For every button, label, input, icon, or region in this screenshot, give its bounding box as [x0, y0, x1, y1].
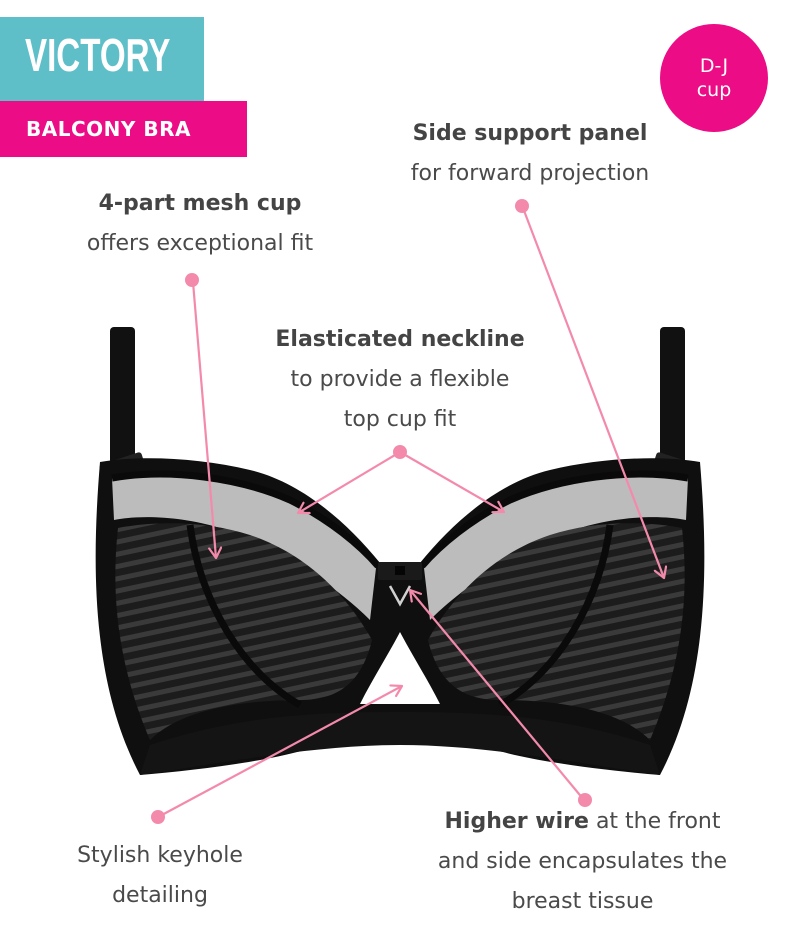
callout-desc-line1: to provide a flexible [290, 367, 510, 392]
callout-title: Elasticated neckline [275, 327, 525, 352]
callout-title: 4-part mesh cup [98, 191, 302, 216]
right-lower-cup [428, 523, 685, 740]
callout-title: Side support panel [412, 121, 648, 146]
product-type: BALCONY BRA [26, 117, 191, 141]
v-charm [388, 585, 412, 607]
product-type-banner [0, 101, 247, 157]
pink-dot-icon [151, 810, 165, 824]
callout-desc: for forward projection [410, 161, 650, 186]
callout-desc-line2: top cup fit [343, 407, 457, 432]
pointer-neckline [298, 451, 504, 513]
callout-desc-line3: breast tissue [511, 889, 654, 914]
pointer-side-panel [521, 207, 664, 578]
callout-desc: offers exceptional fit [86, 231, 314, 256]
cup-size-range: D-J [699, 55, 729, 77]
callout-title: Higher wire [444, 809, 589, 834]
product-name-banner [0, 17, 204, 101]
callout-keyhole: Stylish keyhole detailing [30, 836, 290, 916]
callout-mesh-cup: 4-part mesh cup offers exceptional fit [40, 184, 360, 264]
callout-neckline: Elasticated neckline to provide a flexib… [230, 320, 570, 440]
keyhole-cutout [360, 632, 440, 704]
callout-line2: detailing [112, 883, 208, 908]
callout-desc-line1: at the front [588, 809, 721, 834]
callout-line1: Stylish keyhole [77, 843, 243, 868]
product-name: VICTORY [25, 29, 171, 81]
pink-dot-icon [578, 793, 592, 807]
pink-dot-icon [515, 199, 529, 213]
right-upper-mesh [424, 474, 688, 620]
callout-desc-line2: and side encapsulates the [437, 849, 728, 874]
right-neckline-trim [419, 470, 689, 569]
pink-dot-icon [185, 273, 199, 287]
left-upper-mesh [112, 474, 376, 620]
left-lower-cup [115, 523, 372, 740]
callout-wire: Higher wire at the front and side encaps… [385, 802, 780, 922]
pointer-wire [410, 590, 585, 801]
pink-dot-icon [393, 445, 407, 459]
left-strap [99, 327, 145, 478]
cup-size-badge: D-J cup [660, 24, 768, 132]
right-strap [653, 327, 699, 478]
pointer-keyhole [159, 686, 402, 817]
pointer-mesh-cup [191, 281, 216, 558]
callout-side-panel: Side support panel for forward projectio… [355, 114, 705, 194]
cup-size-label: cup [696, 79, 732, 101]
underband [140, 712, 660, 775]
left-neckline-trim [111, 470, 381, 569]
